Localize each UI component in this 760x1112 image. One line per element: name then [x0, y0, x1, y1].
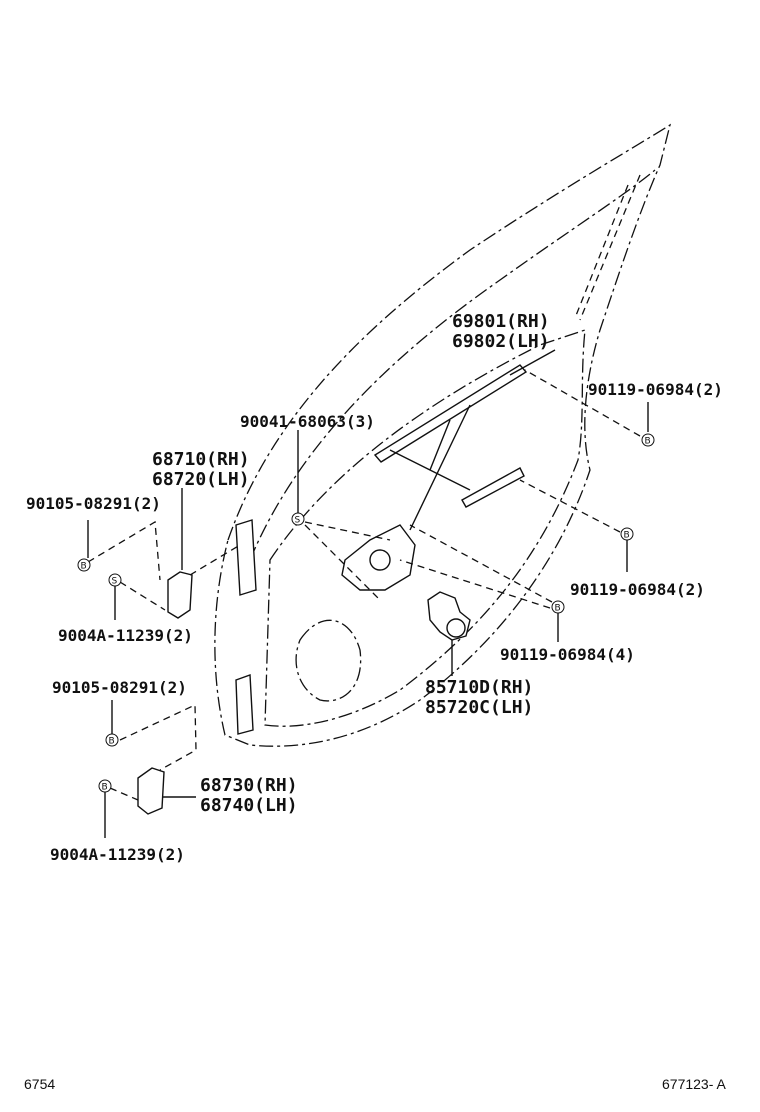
- label-bolt-bottom-left: 9004A-11239(2): [50, 845, 185, 864]
- lower-hinge: [137, 767, 165, 815]
- label-bolt-lower-left: 90105-08291(2): [52, 678, 187, 697]
- window-channel: [574, 174, 641, 321]
- label-regulator-rh: 69801(RH): [452, 311, 550, 332]
- label-hinge-upper-rh: 68710(RH): [152, 449, 250, 470]
- label-motor-rh: 85710D(RH): [425, 677, 534, 698]
- svg-text:B: B: [81, 562, 87, 572]
- bolt-marker-upper-left: B: [77, 558, 91, 572]
- motor-gear: [446, 618, 466, 638]
- upper-hinge: [167, 571, 193, 619]
- leader-regulator: [509, 349, 556, 376]
- bolt-marker-lower-right: B: [551, 600, 565, 614]
- svg-text:B: B: [102, 783, 108, 793]
- footer-right-code: 677123- A: [662, 1076, 726, 1092]
- regulator-rail-lower: [461, 467, 525, 508]
- label-hinge-upper-lh: 68720(LH): [152, 469, 250, 490]
- door-lower-panel: [295, 619, 362, 702]
- bolt-marker-bottom-left: B: [98, 779, 112, 793]
- bolt-marker-left-mid: S: [108, 573, 122, 587]
- bolt-marker-screw: S: [291, 512, 305, 526]
- dash-bolt-lower-right: [399, 524, 553, 609]
- label-hinge-lower-rh: 68730(RH): [200, 775, 298, 796]
- svg-text:B: B: [109, 737, 115, 747]
- dash-screw: [304, 521, 391, 601]
- door-inner-panel: [264, 329, 586, 727]
- dash-bolt-top-right: [524, 369, 641, 437]
- dash-hinge-upper: [189, 544, 241, 576]
- hinge-mount-lower: [235, 674, 254, 735]
- bolt-marker-top-right: B: [641, 433, 655, 447]
- svg-text:S: S: [295, 516, 301, 526]
- bolt-marker-lower-left: B: [105, 733, 119, 747]
- regulator-rail-upper: [373, 364, 528, 463]
- regulator-gear: [369, 549, 391, 571]
- door-outline: [214, 123, 672, 747]
- svg-text:B: B: [645, 437, 651, 447]
- svg-text:S: S: [112, 577, 118, 587]
- label-screw-center: 90041-68063(3): [240, 412, 375, 431]
- label-bolt-mid-right: 90119-06984(2): [570, 580, 705, 599]
- window-frame: [249, 169, 656, 561]
- dash-bolt-bottom-left: [109, 787, 139, 801]
- dash-bolt-lower-left: [119, 703, 197, 771]
- label-bolt-upper-left: 90105-08291(2): [26, 494, 161, 513]
- label-motor-lh: 85720C(LH): [425, 697, 534, 718]
- label-bolt-top-right: 90119-06984(2): [588, 380, 723, 399]
- hinge-mount-upper: [235, 519, 257, 596]
- svg-text:B: B: [555, 604, 561, 614]
- dash-bolt-left-mid: [119, 581, 166, 611]
- bolt-marker-mid-right: B: [620, 527, 634, 541]
- label-bolt-left-mid: 9004A-11239(2): [58, 626, 193, 645]
- label-regulator-lh: 69802(LH): [452, 331, 550, 352]
- label-hinge-lower-lh: 68740(LH): [200, 795, 298, 816]
- regulator-arm: [389, 404, 471, 531]
- dash-bolt-mid-right: [519, 479, 621, 533]
- svg-text:B: B: [624, 531, 630, 541]
- footer-left-code: 6754: [24, 1076, 56, 1092]
- dash-bolt-upper-left: [87, 520, 161, 581]
- label-bolt-lower-right: 90119-06984(4): [500, 645, 635, 664]
